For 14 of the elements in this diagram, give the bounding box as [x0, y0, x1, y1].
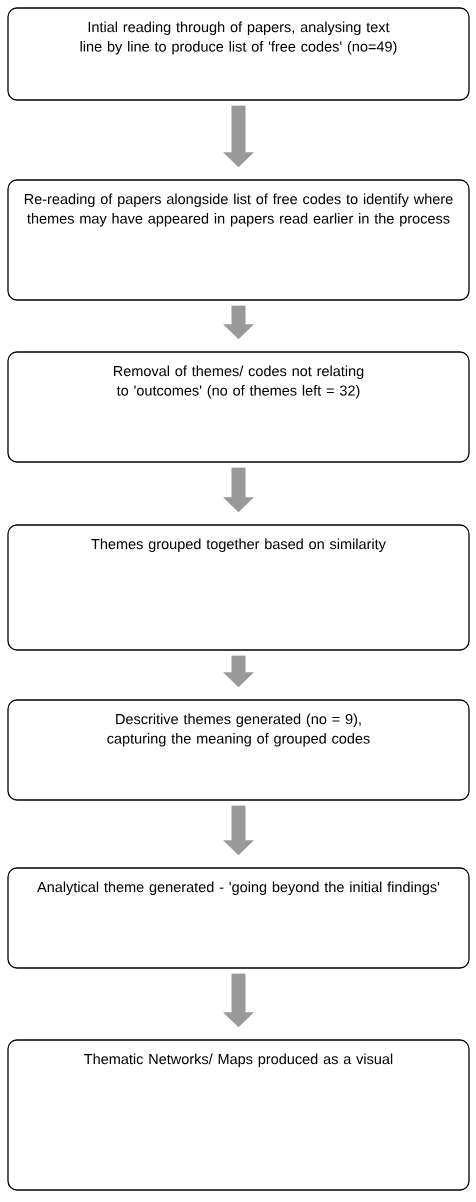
- box-text: Re-reading of papers alongside list of free codes to identify where themes may have appeared in papers read earlier in the process: [24, 193, 453, 227]
- process-box: [7, 699, 470, 801]
- box-text: Removal of themes/ codes not relating to 'outcomes' (no of themes left = 32): [113, 365, 364, 399]
- process-box: [7, 351, 470, 463]
- box-text: Thematic Networks/ Maps produced as a visual: [84, 1053, 393, 1068]
- process-box: [7, 179, 470, 301]
- box-text: Descritive themes generated (no = 9), capturing the meaning of grouped codes: [107, 713, 370, 747]
- box-text: Themes grouped together based on similarity: [91, 538, 386, 553]
- process-box: [7, 524, 470, 651]
- process-box: [7, 7, 470, 101]
- box-text: Intial reading through of papers, analysing text line by line to produce list of 'free codes' (no=49): [80, 21, 397, 55]
- process-box: [7, 1039, 470, 1191]
- box-text: Analytical theme generated - 'going beyond the initial findings': [37, 881, 440, 896]
- process-box: [7, 867, 470, 969]
